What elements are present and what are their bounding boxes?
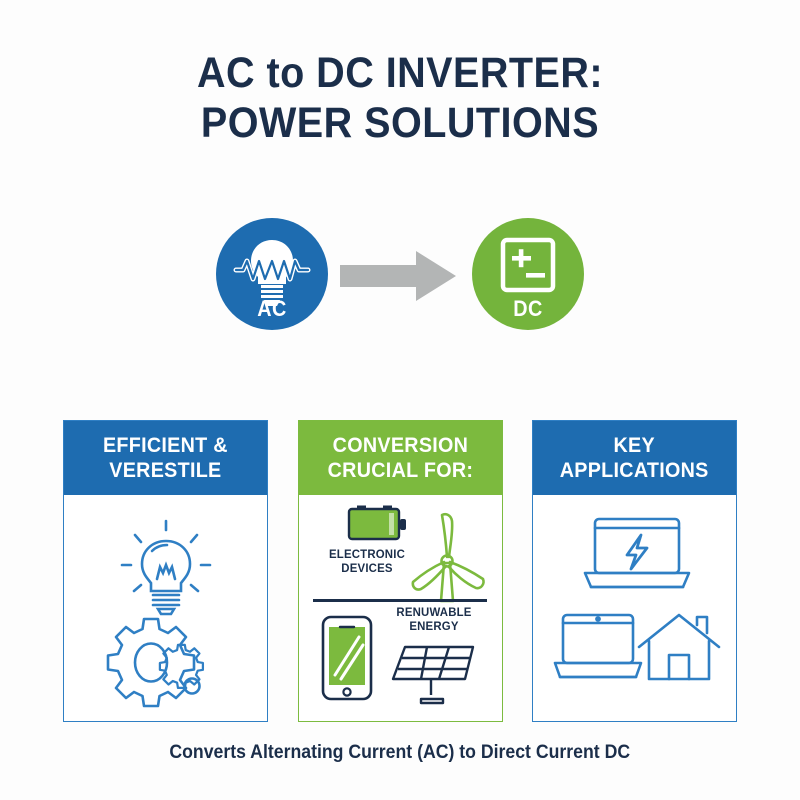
card-header-line-1: EFFICIENT & <box>103 434 228 457</box>
dc-target-badge: DC <box>472 218 584 330</box>
card-header-line-1: CONVERSION <box>332 434 468 457</box>
card-body-applications <box>533 495 736 721</box>
laptop-bolt-icon <box>583 517 691 589</box>
house-icon <box>637 613 721 681</box>
card-body-efficient <box>64 495 267 721</box>
page-title: AC to DC INVERTER: POWER SOLUTIONS <box>0 48 800 148</box>
battery-icon <box>347 505 406 541</box>
gears-icon <box>106 617 205 708</box>
card-header-line-2: APPLICATIONS <box>560 459 709 482</box>
ac-source-badge: AC <box>216 218 328 330</box>
card-efficient-versatile[interactable]: EFFICIENT & VERESTILE <box>63 420 268 722</box>
solar-panel-icon <box>391 645 474 705</box>
label-electronic-line-2: DEVICES <box>340 561 393 575</box>
feature-cards: EFFICIENT & VERESTILE <box>63 420 737 722</box>
dc-label: DC <box>513 296 543 321</box>
page-title-line-2: POWER SOLUTIONS <box>200 99 600 147</box>
label-renewable-line-1: RENUWABLE <box>395 605 472 619</box>
label-renewable-energy: RENUWABLE ENERGY <box>377 605 489 633</box>
lightbulb-icon <box>120 519 212 616</box>
card-body-conversion: ELECTRONIC DEVICES RENUWABLE ENERGY <box>299 495 502 721</box>
section-divider <box>312 599 487 602</box>
footer-caption: Converts Alternating Current (AC) to Dir… <box>0 742 800 764</box>
label-electronic-line-1: ELECTRONIC <box>328 547 405 561</box>
card-header-line-2: CRUCIAL FOR: <box>327 459 473 482</box>
wind-turbine-icon <box>411 512 485 603</box>
right-arrow-icon <box>340 251 456 301</box>
label-electronic-devices: ELECTRONIC DEVICES <box>310 547 424 575</box>
label-renewable-line-2: ENERGY <box>408 619 459 633</box>
smartphone-icon <box>321 615 372 701</box>
ac-label: AC <box>257 296 287 321</box>
card-header-efficient: EFFICIENT & VERESTILE <box>64 421 267 495</box>
battery-plus-minus-icon <box>500 237 556 293</box>
laptop-icon <box>553 613 643 679</box>
card-conversion-crucial[interactable]: CONVERSION CRUCIAL FOR: ELECTRONIC DEVIC… <box>297 420 503 722</box>
card-header-line-1: KEY <box>613 434 656 457</box>
conversion-diagram: AC DC <box>0 218 800 338</box>
card-header-line-2: VERESTILE <box>109 459 222 482</box>
card-key-applications[interactable]: KEY APPLICATIONS <box>532 420 737 722</box>
page-title-line-1: AC to DC INVERTER: <box>196 49 604 97</box>
card-header-applications: KEY APPLICATIONS <box>533 421 736 495</box>
lightbulb-ac-wave-icon <box>233 240 311 306</box>
footer-caption-text: Converts Alternating Current (AC) to Dir… <box>169 742 631 763</box>
card-header-conversion: CONVERSION CRUCIAL FOR: <box>298 421 502 495</box>
